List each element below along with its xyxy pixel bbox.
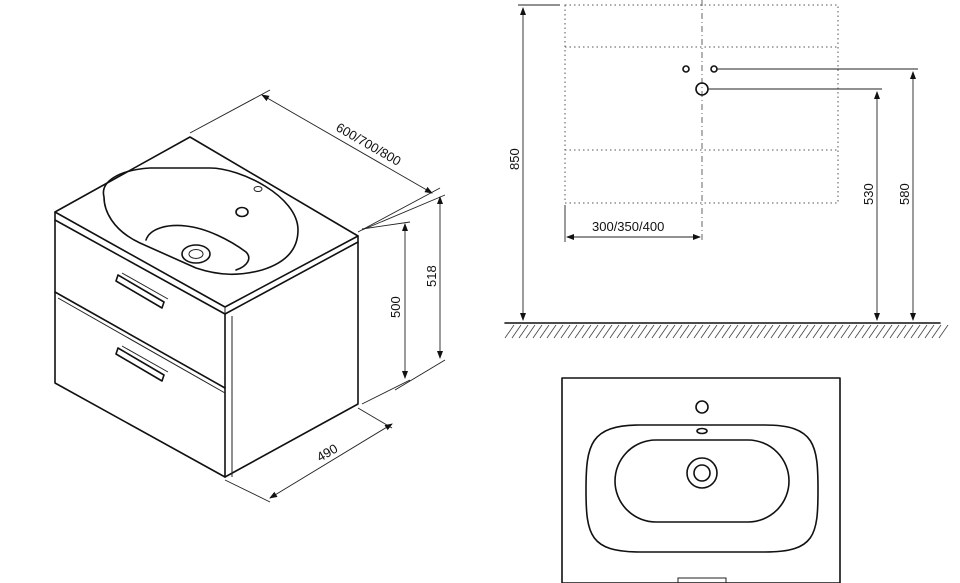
drawer-handle-top (115, 272, 169, 309)
drawer-handle-bottom (115, 345, 169, 382)
overflow-plan-icon (696, 427, 708, 435)
hatch-line (728, 324, 739, 339)
hatch-line (630, 324, 641, 339)
hatch-line (574, 324, 585, 339)
cabinet-front (54, 219, 226, 478)
hatch-line (910, 324, 921, 339)
drawer-divider (54, 291, 226, 389)
width-dimension-label: 600/700/800 (334, 120, 404, 169)
hatch-line (896, 324, 907, 339)
basin-outer (102, 167, 299, 276)
hatch-line (658, 324, 669, 339)
hatch-line (588, 324, 599, 339)
basin-inner (145, 224, 250, 271)
tap-hole-plan-icon (695, 400, 709, 414)
hatch-line (938, 324, 949, 339)
countertop-plan (561, 377, 841, 583)
hatch-line (686, 324, 697, 339)
hatch-line (791, 324, 802, 339)
hatch-line (763, 324, 774, 339)
hatch-line (679, 324, 690, 339)
hatch-line (581, 324, 592, 339)
tap-hole-icon (235, 206, 249, 218)
offset-label: 300/350/400 (592, 219, 664, 234)
floor-hatch (504, 322, 949, 339)
hatch-line (637, 324, 648, 339)
supply-height-label: 580 (897, 183, 912, 205)
hatch-line (511, 324, 522, 339)
unit-outline-dotted (564, 4, 839, 204)
basin-plan-outer (585, 424, 819, 553)
hatch-line (651, 324, 662, 339)
hatch-line (777, 324, 788, 339)
total-height-label: 518 (424, 265, 439, 287)
supply-left-icon (682, 65, 690, 73)
body-height-label: 500 (388, 296, 403, 318)
mount-height-label: 850 (507, 148, 522, 170)
drain-icon (181, 244, 211, 264)
countertop-edge (54, 211, 359, 315)
hatch-line (623, 324, 634, 339)
hatch-line (518, 324, 529, 339)
hatch-line (721, 324, 732, 339)
hatch-line (616, 324, 627, 339)
hatch-line (931, 324, 942, 339)
hatch-line (602, 324, 613, 339)
hatch-line (644, 324, 655, 339)
drain-plan-icon (686, 457, 718, 489)
hatch-line (553, 324, 564, 339)
hatch-line (812, 324, 823, 339)
hatch-line (693, 324, 704, 339)
basin-plan-inner (614, 439, 790, 523)
hatch-line (826, 324, 837, 339)
hatch-line (917, 324, 928, 339)
hatch-line (567, 324, 578, 339)
hatch-line (756, 324, 767, 339)
front-elevation-view: 850 300/350/400 530 580 (504, 0, 949, 339)
hatch-line (532, 324, 543, 339)
hatch-line (924, 324, 935, 339)
hatch-line (504, 324, 515, 339)
hatch-line (525, 324, 536, 339)
outlet-height-label: 530 (861, 183, 876, 205)
hatch-line (700, 324, 711, 339)
hatch-line (798, 324, 809, 339)
overflow-hole-icon (253, 186, 263, 192)
hatch-line (665, 324, 676, 339)
hatch-line (742, 324, 753, 339)
hatch-line (707, 324, 718, 339)
countertop-top-face (54, 136, 359, 308)
hatch-line (840, 324, 851, 339)
hatch-line (595, 324, 606, 339)
hatch-line (609, 324, 620, 339)
hatch-line (539, 324, 550, 339)
depth-dimension-label: 490 (314, 441, 340, 465)
hatch-line (889, 324, 900, 339)
hatch-line (672, 324, 683, 339)
hatch-line (784, 324, 795, 339)
hatch-line (805, 324, 816, 339)
hatch-line (714, 324, 725, 339)
hatch-line (770, 324, 781, 339)
hatch-line (861, 324, 872, 339)
hatch-line (833, 324, 844, 339)
supply-right-icon (710, 65, 718, 73)
top-view (561, 377, 841, 583)
hatch-line (819, 324, 830, 339)
hatch-line (735, 324, 746, 339)
hatch-line (868, 324, 879, 339)
hatch-line (847, 324, 858, 339)
isometric-view: 600/700/800 490 500 518 (54, 89, 446, 503)
hatch-line (882, 324, 893, 339)
hatch-line (854, 324, 865, 339)
hatch-line (560, 324, 571, 339)
hatch-line (903, 324, 914, 339)
hatch-line (749, 324, 760, 339)
hatch-line (546, 324, 557, 339)
hatch-line (875, 324, 886, 339)
